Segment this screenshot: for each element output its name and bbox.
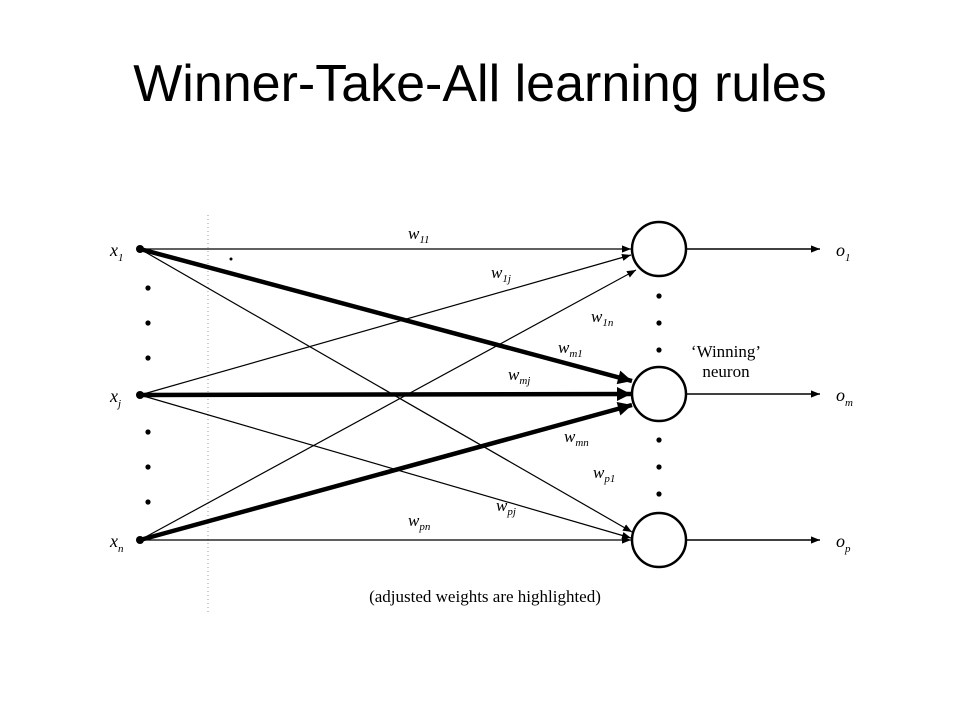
connection-xj-op [139,394,632,539]
connection-xj-o1 [139,254,632,396]
weight-label-pn: wpn [408,511,431,533]
input-node-j [136,391,144,399]
slide-title: Winner-Take-All learning rules [133,55,827,113]
diagram-caption: (adjusted weights are highlighted) [369,587,601,606]
connection-xn-o1 [139,269,637,541]
input-label-1: x1 [109,240,124,264]
output-label-1: o1 [836,240,851,264]
input-label-j: xj [109,386,121,410]
connection-x1-op [139,248,633,533]
neuron-p [630,511,688,569]
stray-dot [229,257,233,261]
weight-label-1j: w1j [491,263,511,285]
connection-xn-om-highlighted [139,401,633,543]
input-ellipsis [145,285,151,505]
weight-label-m1: wm1 [558,338,583,360]
neuron-1 [630,220,688,278]
input-node-1 [136,245,144,253]
output-label-p: op [836,531,851,555]
weight-label-pj: wpj [496,496,516,518]
winning-neuron-label-line2: neuron [702,362,750,381]
weight-label-1n: w1n [591,307,614,329]
weight-label-mj: wmj [508,365,530,387]
input-node-n [136,536,144,544]
weight-label-11: w11 [408,224,430,246]
output-label-m: om [836,385,853,409]
weight-label-p1: wp1 [593,463,615,485]
winning-neuron-label: ‘Winning’ [691,342,761,361]
connection-x1-om-highlighted [139,246,633,385]
connection-xj-om-highlighted [139,387,632,402]
weight-label-mn: wmn [564,427,589,449]
neuron-ellipsis [656,293,662,497]
neuron-m-winning [630,365,688,423]
input-label-n: xn [109,531,124,555]
